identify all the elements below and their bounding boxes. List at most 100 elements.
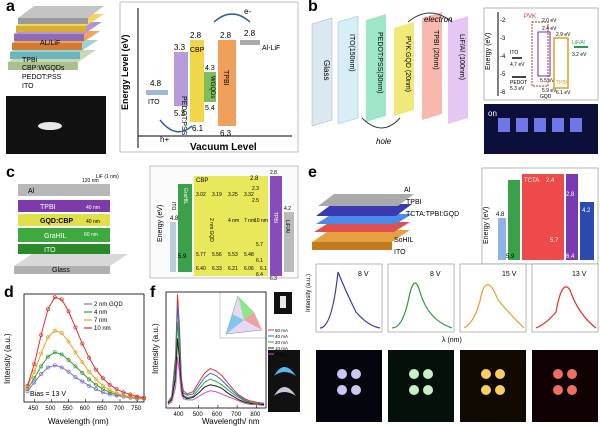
svg-text:-4: -4 — [500, 54, 506, 60]
svg-text:5.48: 5.48 — [244, 252, 254, 258]
data-point — [142, 395, 146, 400]
series-line-4 — [167, 356, 265, 407]
svg-text:LiF/Al: LiF/Al — [572, 40, 585, 46]
panel-b-svg: Glass ITO(150nm) PEDOT:PSS(30nm) PVK:GQD… — [311, 7, 599, 154]
svg-text:3.2 eV: 3.2 eV — [572, 52, 587, 58]
data-point — [94, 382, 98, 387]
svg-text:PEDOT:PSS(30nm): PEDOT:PSS(30nm) — [376, 32, 383, 93]
emission-pixels-b — [498, 118, 582, 132]
data-point — [80, 370, 85, 375]
panel-e-svg: Al TPBI TCTA:TPBI:GQD SoHIL ITO Energy (… — [306, 167, 599, 422]
chart-d-ylabel: Intensity (a.u.) — [3, 333, 12, 384]
svg-text:2.8: 2.8 — [190, 31, 202, 40]
data-point — [107, 382, 112, 387]
data-point — [73, 350, 78, 355]
svg-text:Energy (eV): Energy (eV) — [483, 207, 490, 244]
svg-text:120 nm: 120 nm — [82, 178, 99, 184]
svg-text:ITO(150nm): ITO(150nm) — [348, 34, 355, 72]
legend-entry: 10 mA — [275, 346, 288, 351]
data-point — [39, 333, 44, 337]
data-point — [114, 391, 119, 396]
panel-label-e: e — [308, 164, 317, 181]
svg-text:6.21: 6.21 — [228, 266, 238, 272]
svg-text:electron: electron — [424, 15, 453, 24]
photo-e-2 — [388, 350, 454, 422]
svg-text:TPBI: TPBI — [222, 70, 229, 86]
hole-arrow — [159, 119, 193, 133]
series-line-2 — [167, 322, 265, 406]
legend-entry: 40 mA — [275, 334, 288, 339]
data-point — [80, 341, 85, 346]
svg-text:6.1 eV: 6.1 eV — [556, 90, 571, 96]
svg-text:ITO: ITO — [510, 50, 518, 56]
data-point — [52, 350, 57, 355]
data-point — [25, 389, 30, 394]
panel-label-a: a — [6, 0, 15, 15]
panel-a: a AL/LiF TPBi CBP:WGQDs PEDOT:PSS ITO — [0, 0, 300, 160]
data-point — [94, 387, 98, 391]
legend-entry: 7 nm — [94, 318, 107, 324]
data-point — [73, 375, 78, 380]
x-tick-label: 700 — [231, 412, 242, 418]
svg-text:3.3: 3.3 — [174, 43, 186, 52]
series-line-3 — [167, 338, 265, 406]
data-point — [87, 355, 92, 360]
svg-text:5.9 eV: 5.9 eV — [542, 88, 557, 94]
device-stack-e: Al TPBI TCTA:TPBI:GQD SoHIL ITO — [312, 187, 459, 256]
stack-label-tpbi: TPBi — [22, 57, 38, 64]
data-point — [66, 357, 71, 362]
svg-text:LiF/Al: LiF/Al — [284, 220, 290, 233]
svg-text:Glass: Glass — [322, 60, 331, 80]
data-point — [107, 388, 112, 393]
svg-text:4.7 eV: 4.7 eV — [510, 62, 525, 68]
svg-text:8 V: 8 V — [430, 271, 441, 278]
svg-text:6.3: 6.3 — [270, 276, 277, 282]
svg-text:10 nm: 10 nm — [254, 218, 268, 224]
svg-text:6.06: 6.06 — [244, 266, 254, 272]
svg-text:2.4: 2.4 — [546, 178, 555, 184]
svg-text:8 V: 8 V — [358, 271, 369, 278]
svg-text:5.3 eV: 5.3 eV — [510, 86, 525, 92]
svg-text:3.19: 3.19 — [212, 192, 222, 198]
data-point — [59, 352, 64, 357]
svg-text:4.2: 4.2 — [284, 206, 291, 212]
spectrum-e-3: 15 V — [459, 263, 527, 333]
svg-text:PVK:GQD (20nm): PVK:GQD (20nm) — [404, 36, 411, 92]
series-line-2 — [26, 330, 145, 400]
svg-text:-5: -5 — [500, 72, 506, 78]
x-tick-label: 400 — [173, 412, 184, 418]
plot-frame — [23, 293, 145, 403]
svg-text:6.4: 6.4 — [256, 272, 263, 278]
data-point — [94, 367, 98, 372]
data-point — [80, 360, 85, 364]
svg-text:2.8: 2.8 — [244, 29, 256, 38]
chart-f-ylabel: Intensity (a.u.) — [151, 323, 160, 374]
svg-text:2.4 eV: 2.4 eV — [542, 26, 557, 32]
panel-c-svg: Glass ITO GraHIL 60 nm GQD:CBP 40 nm TPB… — [14, 165, 299, 282]
data-point — [46, 307, 50, 312]
svg-text:PEDOT:PSS: PEDOT:PSS — [180, 96, 187, 136]
svg-text:2.5: 2.5 — [252, 198, 259, 204]
svg-text:2.9 eV: 2.9 eV — [556, 32, 571, 38]
svg-text:-2: -2 — [500, 18, 506, 24]
svg-text:2.8: 2.8 — [250, 176, 259, 182]
stack-label-pedot: PEDOT:PSS — [22, 74, 62, 81]
svg-text:15 V: 15 V — [502, 271, 517, 278]
svg-text:6.1: 6.1 — [192, 124, 204, 133]
data-point — [107, 392, 112, 397]
svg-text:6.1: 6.1 — [260, 266, 267, 272]
svg-text:5.9: 5.9 — [178, 254, 187, 260]
data-point — [46, 335, 50, 340]
x-tick-label: 700 — [114, 406, 125, 412]
x-tick-label: 450 — [28, 406, 39, 412]
data-point — [121, 390, 126, 395]
svg-text:6.3: 6.3 — [220, 129, 232, 138]
svg-text:40 nm: 40 nm — [86, 219, 100, 225]
svg-text:GraHIL: GraHIL — [182, 188, 188, 204]
spectrum-e-4: 13 V — [531, 263, 599, 333]
data-point — [80, 379, 85, 384]
svg-text:ITO: ITO — [44, 247, 56, 254]
data-point — [66, 309, 71, 314]
svg-text:Energy (eV): Energy (eV) — [485, 33, 492, 70]
